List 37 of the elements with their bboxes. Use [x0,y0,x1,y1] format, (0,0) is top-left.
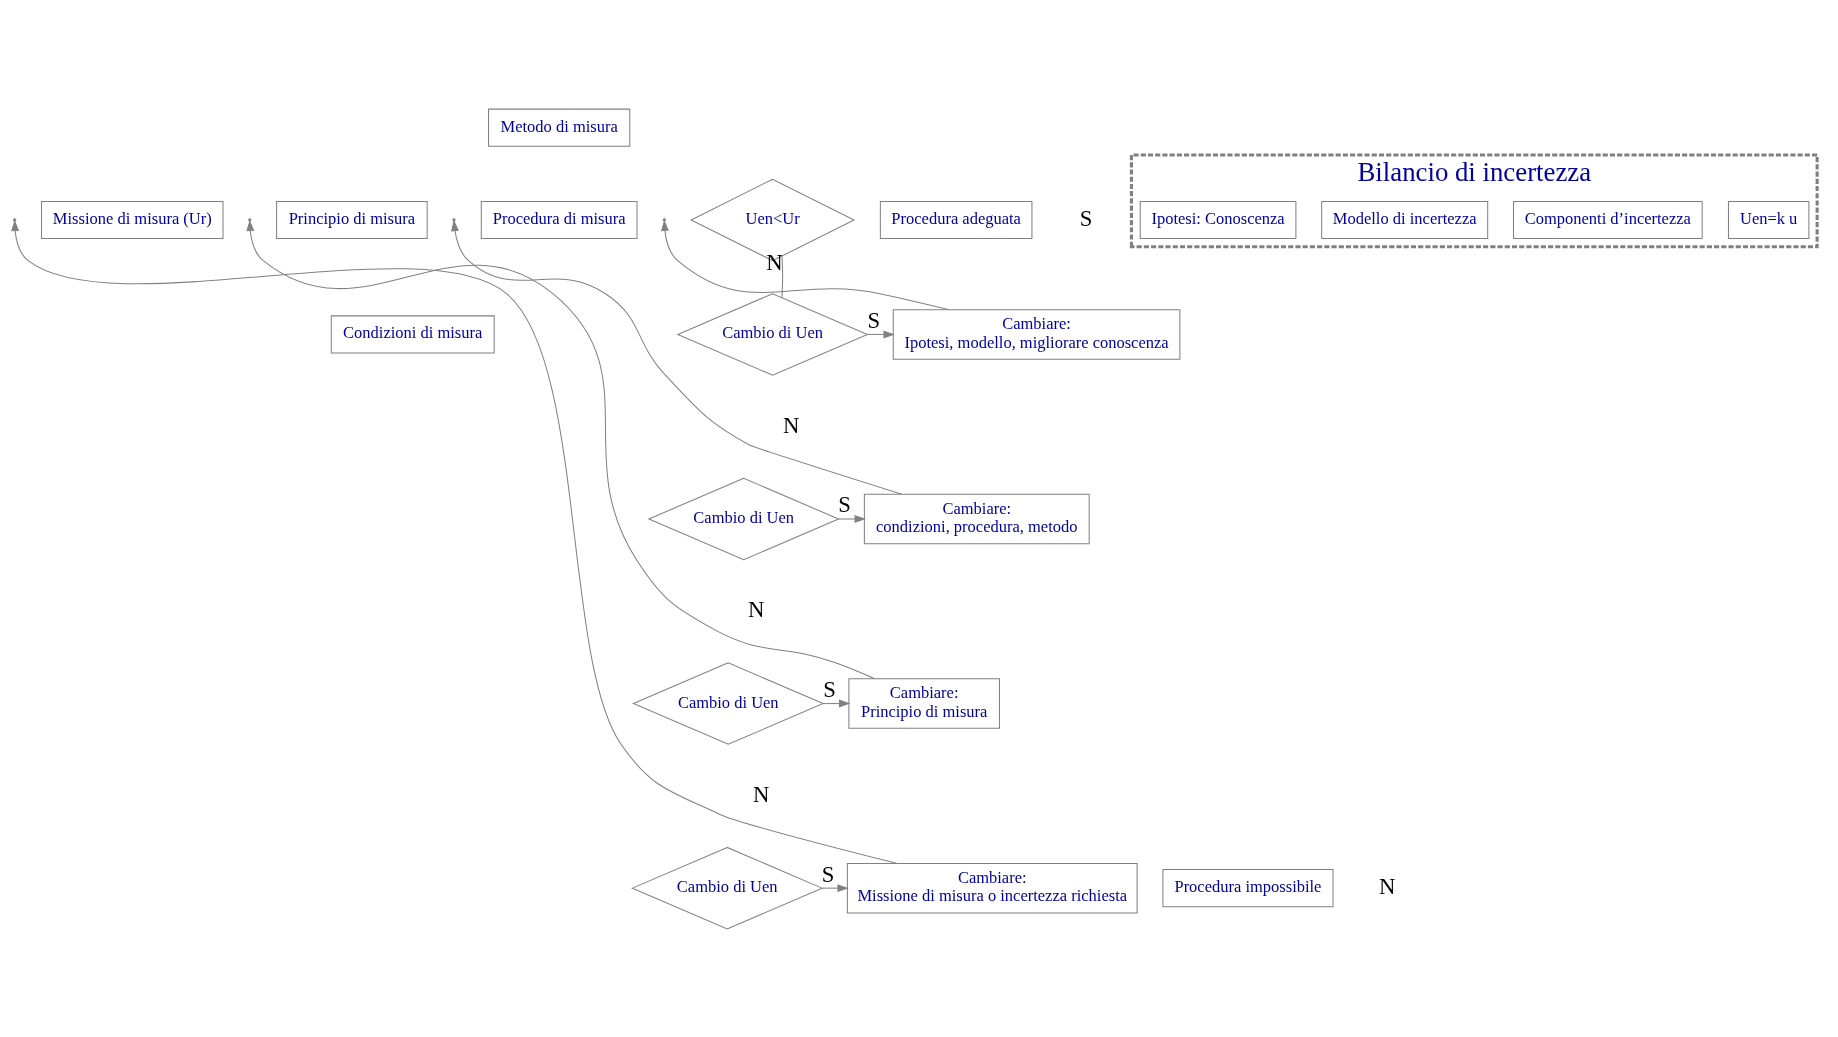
connector [781,255,783,298]
node-diamond: Cambio di Uen [676,292,869,376]
node-box: Cambiare: Principio di misura [847,677,1000,729]
arrow [822,699,850,708]
label: N [747,596,764,622]
label: S [1079,205,1092,231]
label: N [752,781,769,807]
arrow [245,219,875,679]
node-box: Ipotesi: Conoscenza [1139,200,1296,239]
node-diamond: Cambio di Uen [647,477,840,560]
node-box: Procedura di misura [480,200,638,239]
node-box: Cambiare: Missione di misura o incertezza richiesta [846,862,1138,913]
node-box: Condizioni di misura [330,314,495,353]
node-box: Modello di incertezza [1320,200,1488,239]
node-box: Cambiare: condizioni, procedura, metodo [863,493,1090,544]
edge-label: S [821,861,834,887]
edge-label: S [822,676,836,702]
arrow [10,219,897,864]
arrow [837,514,866,523]
edge-label: S [837,491,851,517]
node-diamond: Cambio di Uen [631,661,824,745]
edge-label: S [867,307,880,333]
label: N [782,411,799,437]
node-box: Metodo di misura [487,108,630,147]
node-box: Cambiare: Ipotesi, modello, migliorare conoscenza [892,308,1180,360]
arrow [660,219,949,310]
node-box: Principio di misura [275,200,428,239]
arrow [820,883,849,892]
node-box: Uen=k u [1727,200,1809,239]
arrow [866,329,895,338]
node-diamond: Cambio di Uen [630,846,823,929]
node-box: Componenti d’incertezza [1512,200,1703,239]
arrow [450,219,902,495]
node-box: Procedura impossibile [1161,868,1334,907]
label: N [1378,873,1395,899]
node-box: Procedura adeguata [879,200,1032,239]
node-box: Missione di misura (Ur) [40,200,224,239]
